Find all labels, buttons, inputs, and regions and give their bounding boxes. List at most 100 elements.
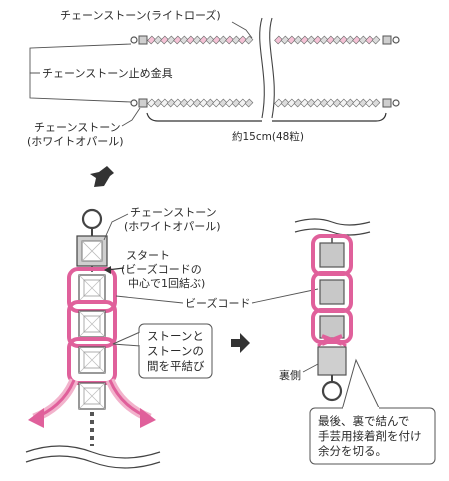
chain-bead (238, 35, 247, 45)
chain-bead (218, 35, 228, 45)
label-bead-cord: ビーズコード (185, 296, 250, 310)
callout-finish-line-3: 余分を切る。 (318, 444, 387, 458)
step-arrow-down (90, 166, 114, 187)
chain-bead (358, 98, 368, 108)
right-bracelet-detail (294, 218, 371, 402)
chain-bead (300, 98, 309, 108)
label-detail-white-opal-sub: (ホワイトオパール) (124, 220, 221, 233)
chain-bead (147, 98, 156, 108)
chain-bead (287, 35, 296, 45)
chain-bead (306, 98, 316, 108)
chain-bead (225, 35, 234, 45)
chain-bead (339, 35, 348, 45)
chain-bead (306, 35, 316, 45)
chain-bead (218, 98, 228, 108)
chain-bead (160, 35, 169, 45)
chain-bead (345, 98, 355, 108)
length-bracket (146, 112, 387, 122)
chain-bead (332, 35, 342, 45)
callout-finish-line-2: 手芸用接着剤を付け (318, 429, 422, 443)
length-label: 約15cm(48粒) (232, 130, 304, 143)
callout-flat-knot-line-2: ストーンの (147, 344, 204, 358)
leader-white-opal (121, 107, 141, 127)
leader-cord-right (251, 288, 319, 304)
chain-bead (365, 35, 374, 45)
label-chain-end-fitting: チェーンストーン止め金具 (42, 66, 173, 80)
chain-bead (287, 98, 296, 108)
chain-bead (326, 98, 335, 108)
chain-bead (205, 35, 215, 45)
chain-bead (231, 35, 241, 45)
chain-bead (313, 98, 322, 108)
chain-bead (244, 35, 254, 45)
chain-bead (352, 35, 361, 45)
chain-bead (244, 98, 254, 108)
chain-bead (280, 35, 290, 45)
chain-white-opal (130, 98, 400, 108)
chain-bead (166, 98, 176, 108)
chain-bead (212, 98, 221, 108)
chain-bead (186, 35, 195, 45)
chain-bead (147, 35, 156, 45)
chain-bead (319, 35, 329, 45)
chain-bead (319, 98, 329, 108)
chain-light-rose (130, 35, 400, 45)
leader-back-side (302, 363, 319, 373)
chain-bead (274, 35, 283, 45)
label-chain-white-opal-sub: (ホワイトオパール) (27, 135, 124, 148)
chain-bead (300, 35, 309, 45)
chain-bead (166, 35, 176, 45)
chain-bead (192, 35, 202, 45)
chain-bead (293, 35, 303, 45)
callout-flat-knot: ストーンと ストーンの 間を平結び (112, 323, 213, 379)
label-chain-white-opal: チェーンストーン (34, 121, 121, 134)
chain-bead (332, 98, 342, 108)
chain-bead (358, 35, 368, 45)
leader-fitting-down (29, 72, 132, 103)
chain-bead (205, 98, 215, 108)
label-start-sub2: 中心で1回結ぶ) (128, 276, 205, 290)
chain-bead (173, 35, 182, 45)
start-arrow (104, 266, 125, 274)
leader-detail-opal (103, 213, 129, 241)
label-start: スタート (126, 249, 170, 262)
label-chain-light-rose: チェーンストーン(ライトローズ) (60, 8, 221, 22)
callout-flat-knot-line-1: ストーンと (147, 329, 204, 343)
chain-bead (326, 35, 335, 45)
chain-bead (280, 98, 290, 108)
chain-bead (192, 98, 202, 108)
chain-bead (186, 98, 195, 108)
chain-bead (371, 35, 381, 45)
chain-bead (345, 35, 355, 45)
chain-bead (153, 35, 163, 45)
chain-bead (225, 98, 234, 108)
label-start-sub1: (ビーズコードの (121, 262, 202, 276)
step-arrow-right (231, 333, 250, 353)
callout-finish-line-1: 最後、裏で結んで (318, 414, 409, 428)
chain-bead (179, 98, 189, 108)
chain-break-marks (258, 17, 275, 120)
chain-bead (365, 98, 374, 108)
chain-bead (313, 35, 322, 45)
chain-bead (160, 98, 169, 108)
callout-finish: 最後、裏で結んで 手芸用接着剤を付け 余分を切る。 (309, 358, 436, 465)
leader-light-rose (231, 21, 253, 39)
chain-bead (199, 98, 208, 108)
chain-bead (371, 98, 381, 108)
label-back-side: 裏側 (279, 368, 301, 382)
chain-bead (274, 98, 283, 108)
chain-bead (212, 35, 221, 45)
leader-cord-left (115, 295, 184, 304)
left-bracelet-detail (28, 208, 156, 446)
chain-bead (339, 98, 348, 108)
chain-bead (352, 98, 361, 108)
label-detail-white-opal: チェーンストーン (130, 206, 217, 219)
chain-bead (293, 98, 303, 108)
chain-bead (153, 98, 163, 108)
callout-flat-knot-line-3: 間を平結び (147, 359, 205, 373)
chain-bead (173, 98, 182, 108)
chain-bead (179, 35, 189, 45)
chain-bead (238, 98, 247, 108)
chain-bead (231, 98, 241, 108)
